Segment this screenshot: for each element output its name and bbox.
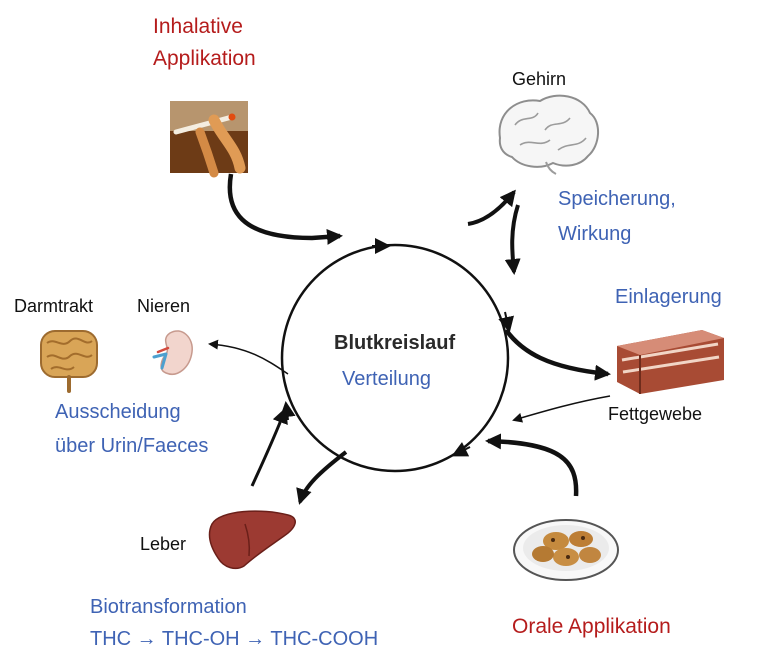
smoking-icon [170,101,248,178]
inhalation-label-line1: Inhalative [153,15,243,38]
intestine-label: Darmtrakt [14,296,94,316]
liver-label: Leber [140,534,187,554]
excretion-note-line2: über Urin/Faeces [55,435,209,457]
center-subtitle: Verteilung [342,368,431,390]
center-title: Blutkreislauf [334,332,456,354]
brain-return-arrow [504,204,521,275]
fat-return-arrow [512,395,611,423]
kidney-arrow [208,339,289,375]
liver-return-arrow [250,407,288,487]
bacon-icon [617,330,724,394]
oral-label: Orale Applikation [512,615,671,638]
brain-label: Gehirn [512,69,567,89]
inhalation-arrow [227,173,343,245]
liver-arrow [296,450,348,505]
liver-note-line2: THC → THC-OH → THC-COOH [90,628,379,650]
brain-note-line2: Wirkung [558,223,632,245]
liver-note-line1: Biotransformation [90,596,247,618]
kidney-label: Nieren [137,296,191,316]
kidney-icon [152,330,193,375]
cookies-icon [513,519,619,581]
brain-note-line1: Speicherung, [558,188,676,210]
oral-arrow [485,433,579,497]
blood-circulation-circle [280,243,510,473]
circle-arrow-bottom [451,442,471,457]
fat-label: Fettgewebe [608,404,703,424]
fat-note: Einlagerung [615,286,722,308]
circle-arrow-left [279,401,296,421]
brain-arrow [467,189,516,226]
liver-icon [208,510,296,570]
circle-arrow-right [498,311,514,333]
inhalation-label-line2: Applikation [153,47,256,70]
intestine-icon [40,330,98,393]
excretion-note-line1: Ausscheidung [55,401,181,423]
brain-icon [498,94,599,175]
fat-arrow [504,328,611,381]
